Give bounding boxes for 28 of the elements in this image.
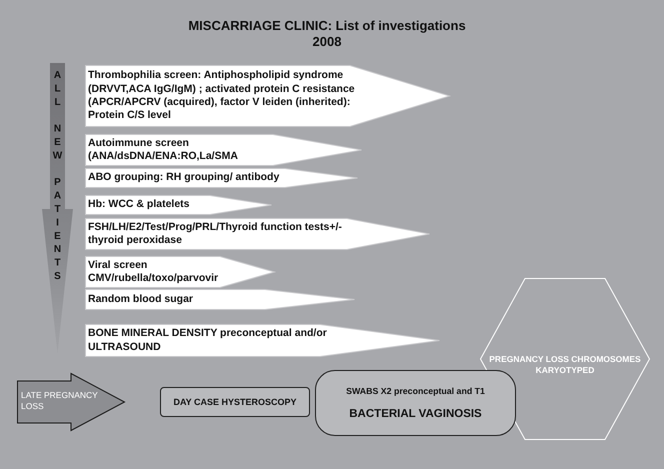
arrow-banner	[85, 218, 430, 250]
arrow-banner	[85, 195, 272, 215]
investigation-heading: Autoimmune screen	[88, 136, 190, 150]
step-box	[160, 387, 310, 417]
arrow-label: ALL NEW PATIENTS	[51, 70, 63, 284]
investigation-text: Random blood sugar	[88, 292, 194, 306]
arrow-banner	[85, 256, 275, 288]
step-label: DAY CASE HYSTEROSCOPY	[173, 396, 297, 408]
investigation-heading: Viral screen	[88, 258, 148, 272]
investigation-text: ABO grouping: RH grouping/ antibody	[88, 171, 280, 185]
title: MISCARRIAGE CLINIC: List of investigations 2008	[187, 18, 467, 50]
investigation-text: FSH/LH/E2/Test/Prog/PRL/Thyroid function tests+/- thyroid peroxidase	[88, 220, 343, 248]
investigation-text: CMV/rubella/toxo/parvovir	[88, 272, 220, 286]
arrow-banner	[85, 289, 355, 310]
investigation-text: BONE MINERAL DENSITY preconceptual and/or ULTRASOUND	[88, 327, 328, 354]
arrow-banner	[85, 168, 358, 188]
investigation-text: (ANA/dsDNA/ENA:RO,La/SMA	[88, 150, 239, 164]
arrow-banner	[85, 65, 450, 127]
outcome-label: PREGNANCY LOSS CHROMOSOMES KARYOTYPED	[488, 354, 642, 376]
rounded-panel	[315, 370, 516, 436]
arrow-banner	[85, 324, 440, 357]
investigation-text: Thrombophilia screen: Antiphospholipid syndrome (DRVVT,ACA IgG/IgM) ; activated protein C resistance (APCR/APCRV (acquired), factor V leiden (inherited): Protein C/S level	[88, 69, 356, 123]
panel-heading: BACTERIAL VAGINOSIS	[349, 406, 482, 420]
investigation-text: Hb: WCC & platelets	[88, 198, 191, 212]
panel-subheading: SWABS X2 preconceptual and T1	[346, 386, 485, 396]
arrow-banner	[85, 134, 362, 166]
right-arrow	[17, 373, 125, 431]
arrow-label: LATE PREGNANCY LOSS	[21, 390, 99, 411]
